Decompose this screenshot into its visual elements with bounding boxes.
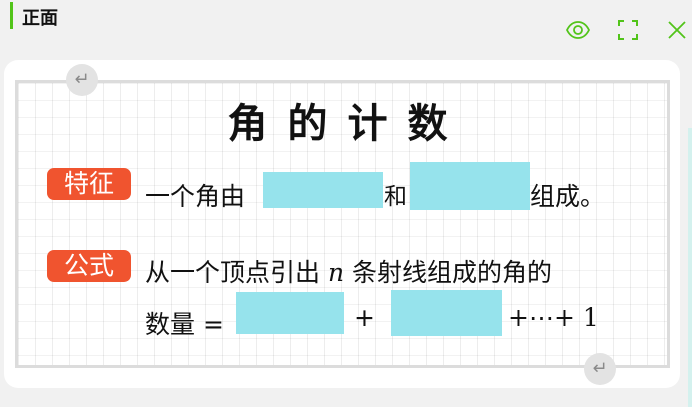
return-icon[interactable]: ↵: [584, 353, 616, 385]
return-icon[interactable]: ↵: [66, 64, 98, 96]
card-heading: 角的计数: [227, 101, 468, 147]
formula-line1: 从一个顶点引出 n 条射线组成的角的: [145, 253, 552, 289]
page-title: 正面: [22, 8, 58, 29]
feature-text-middle: 和: [384, 184, 407, 210]
eye-icon[interactable]: [565, 18, 591, 42]
title-accent-bar: [10, 2, 13, 29]
blank-3[interactable]: [236, 292, 344, 334]
variable-n: n: [327, 258, 345, 287]
scrollbar[interactable]: [688, 128, 692, 407]
formula-tail: +⋯+ 1: [508, 303, 599, 332]
fullscreen-icon[interactable]: [616, 18, 640, 42]
close-icon[interactable]: [665, 18, 689, 42]
feature-text-after: 组成。: [530, 182, 606, 211]
plus-sign: +: [354, 303, 375, 332]
card-image: 角的计数 特征 一个角由 和 组成。 公式 从一个顶点引出 n 条射线组成的角的…: [15, 80, 670, 368]
formula-text-end: 条射线组成的角的: [352, 258, 553, 287]
formula-text: 从一个顶点引出: [145, 258, 321, 287]
blank-1[interactable]: [263, 172, 383, 208]
blank-2[interactable]: [410, 162, 530, 210]
blank-4[interactable]: [391, 290, 502, 336]
formula-line2-start: 数量 =: [145, 310, 224, 339]
feature-text-before: 一个角由: [145, 182, 246, 211]
formula-badge: 公式: [47, 250, 131, 282]
feature-badge: 特征: [47, 168, 131, 200]
